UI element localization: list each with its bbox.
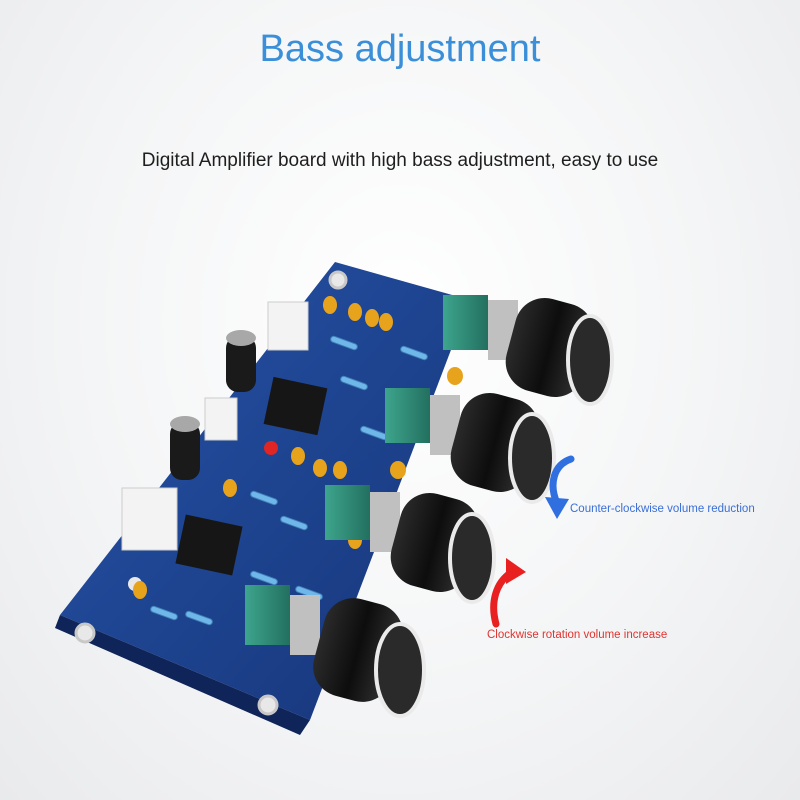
pcb-board xyxy=(60,262,470,720)
knob-2 xyxy=(385,388,556,504)
knob-4 xyxy=(245,585,426,718)
page-title: Bass adjustment xyxy=(259,28,541,70)
amplifier-board-image xyxy=(55,262,614,735)
clockwise-label: Clockwise rotation volume increase xyxy=(487,629,668,641)
counter-clockwise-arrow-icon xyxy=(545,455,575,519)
counter-clockwise-label: Counter-clockwise volume reduction xyxy=(570,503,755,515)
knob-3 xyxy=(325,485,496,604)
clockwise-arrow-icon xyxy=(490,558,526,628)
page-subtitle: Digital Amplifier board with high bass a… xyxy=(141,150,659,171)
knob-1 xyxy=(443,295,614,406)
